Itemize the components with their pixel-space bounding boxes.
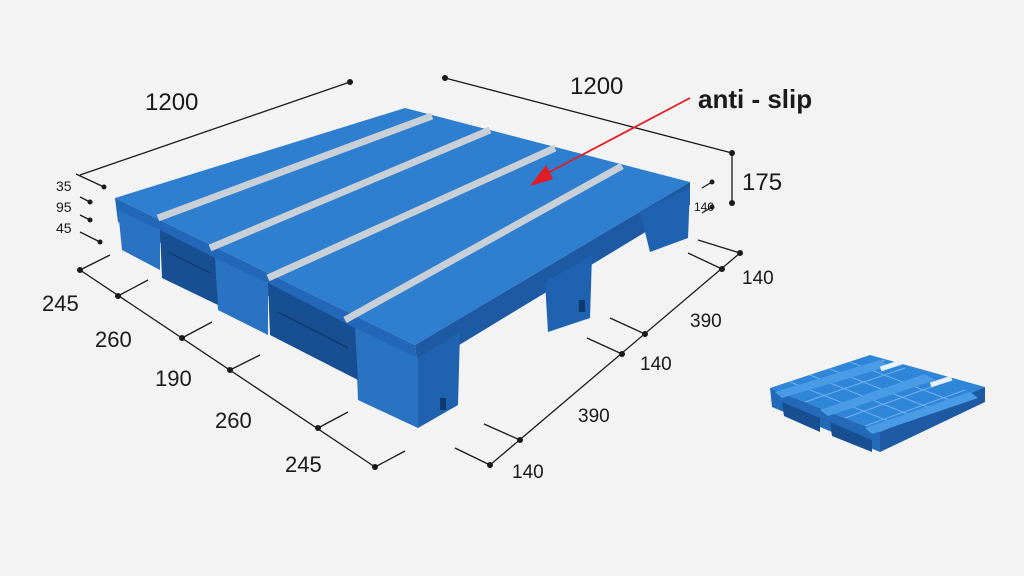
dimension-labels: 1200 1200 175 140 35 95 45 245 260 190 2… <box>42 73 782 483</box>
pallet-main <box>115 108 690 428</box>
dim-front-seg-1: 245 <box>42 291 79 316</box>
dim-height-left-mid: 95 <box>56 199 72 215</box>
pallet-right-leg-back <box>640 188 690 252</box>
pallet-right-leg-front <box>418 332 460 428</box>
dim-right-seg-2: 390 <box>578 406 610 427</box>
dim-right-seg-3: 140 <box>640 354 672 375</box>
pallet-right-face <box>415 182 690 370</box>
callout-arrow-line <box>541 97 691 177</box>
pallet-right-leg-mid <box>545 255 592 332</box>
dimension-lines <box>75 75 743 470</box>
callout-arrow-head <box>530 165 553 186</box>
dim-height-right-inner: 140 <box>694 200 714 214</box>
anti-slip-label: anti - slip <box>698 84 812 114</box>
dim-right-seg-5: 140 <box>742 268 774 289</box>
dim-front-seg-3: 190 <box>155 366 192 391</box>
pallet-front-block-mid <box>215 258 268 335</box>
anti-slip-strip-1 <box>156 112 434 222</box>
pallet-fork-opening-right <box>268 283 358 380</box>
anti-slip-callout: anti - slip <box>530 84 812 186</box>
anti-slip-strip-4 <box>343 162 624 324</box>
pallet-underside-thumbnail <box>770 355 985 452</box>
dim-right-seg-4: 390 <box>690 311 722 332</box>
dim-front-seg-2: 260 <box>95 327 132 352</box>
pallet-front-block-right <box>355 328 418 428</box>
dim-height-left-top: 35 <box>56 178 72 194</box>
pallet-front-block-left <box>118 210 160 270</box>
pallet-fork-opening-left <box>160 230 218 305</box>
dim-height-total: 175 <box>742 169 782 196</box>
dim-length-left: 1200 <box>145 89 198 116</box>
anti-slip-strip-2 <box>208 126 492 252</box>
dim-front-seg-5: 245 <box>285 452 322 477</box>
dim-length-right: 1200 <box>570 73 623 100</box>
dim-height-left-bottom: 45 <box>56 220 72 236</box>
dim-front-seg-4: 260 <box>215 408 252 433</box>
dim-right-seg-1: 140 <box>512 462 544 483</box>
anti-slip-strip-3 <box>266 144 557 282</box>
